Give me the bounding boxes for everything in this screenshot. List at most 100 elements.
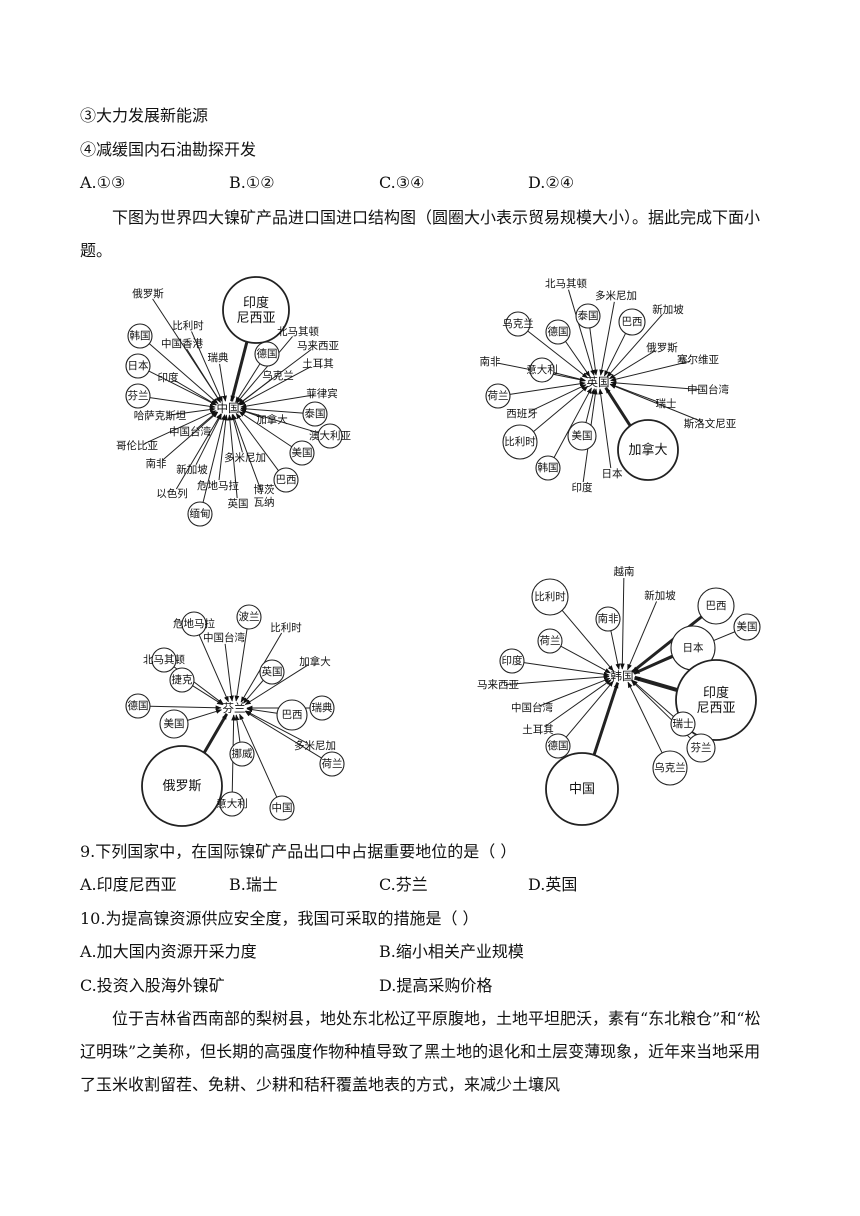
trade-arrow	[544, 679, 612, 728]
trade-arrow	[627, 601, 658, 671]
intro-paragraph: 下图为世界四大镍矿产品进口国进口结构图（圆圈大小表示贸易规模大小）。据此完成下面…	[80, 208, 761, 260]
trade-circle	[309, 695, 335, 721]
question-10-option-d: D.提高采购价格	[379, 976, 493, 995]
country-label: 北马其顿	[545, 277, 587, 290]
trade-arrow	[219, 363, 227, 402]
trade-arrow	[235, 412, 279, 471]
country-label: 南非	[146, 457, 167, 470]
trade-circle	[502, 424, 538, 460]
question-9-stem: 9.下列国家中，在国际镍矿产品出口中占据重要地位的是（ ）	[80, 842, 517, 861]
trade-circle	[686, 733, 716, 763]
country-label: 瑞典	[312, 701, 333, 714]
trade-circle	[499, 648, 525, 674]
trade-arrow	[529, 384, 587, 413]
previous-answer-a: A.①③	[80, 173, 126, 192]
trade-arrow	[245, 710, 308, 744]
trade-arrow	[224, 643, 234, 702]
trade-arrow	[603, 333, 627, 377]
trade-circle	[289, 440, 315, 466]
country-label: 比利时	[504, 435, 536, 448]
trade-circle	[159, 709, 189, 739]
trade-arrow	[234, 714, 241, 743]
circle-group	[499, 578, 761, 826]
trade-arrow	[561, 609, 614, 672]
trade-circle	[276, 699, 308, 731]
country-label: 英国	[228, 497, 249, 510]
trade-arrow	[619, 577, 625, 670]
trade-arrow	[202, 713, 229, 754]
trade-circle	[302, 401, 328, 427]
trade-arrow	[608, 350, 656, 380]
trade-arrow	[202, 414, 226, 503]
trade-arrow	[149, 705, 222, 711]
country-label: 危地马拉	[197, 479, 239, 492]
country-label: 巴西	[276, 474, 297, 486]
country-label: 波兰	[239, 610, 260, 623]
trade-arrow	[191, 331, 223, 403]
trade-circle	[125, 353, 151, 379]
trade-circle	[141, 745, 223, 827]
trade-arrow	[598, 388, 612, 469]
trade-arrow	[148, 370, 217, 406]
previous-option-4: ④减缓国内石油勘探开发	[80, 140, 257, 159]
country-label: 俄罗斯	[132, 287, 164, 300]
country-label: 哥伦比亚	[116, 439, 158, 452]
country-label: 哈萨克斯坦	[134, 409, 187, 422]
trade-arrow	[174, 380, 217, 406]
trade-arrow	[186, 348, 221, 403]
country-label: 南非	[598, 612, 619, 625]
trade-arrow	[523, 662, 610, 677]
trade-circle	[125, 383, 151, 409]
trade-arrow	[610, 360, 691, 382]
country-label: 中国台湾	[511, 701, 553, 714]
country-label: 韩国	[130, 329, 151, 342]
trade-arrow	[505, 674, 610, 686]
country-label: 挪威	[232, 747, 253, 760]
trade-circle	[618, 308, 646, 336]
trade-arrow	[187, 709, 223, 721]
trade-arrow	[604, 386, 632, 427]
trade-arrow	[232, 413, 262, 491]
country-label: 意大利	[216, 797, 248, 810]
country-label: 瑞典	[208, 351, 229, 364]
trade-arrow	[246, 707, 278, 714]
trade-arrow	[240, 394, 315, 409]
trade-arrow	[243, 679, 264, 704]
trade-arrow	[533, 385, 589, 433]
country-label: 瑞士	[673, 717, 694, 730]
trade-arrow	[149, 397, 216, 409]
country-label: 芬兰	[691, 741, 712, 754]
question-9-option-a: A.印度尼西亚	[80, 875, 177, 894]
country-label: 日本	[602, 467, 623, 480]
country-label: 德国	[128, 699, 149, 712]
trade-circle	[697, 587, 735, 625]
country-label: 越南	[614, 565, 635, 578]
trade-circle	[219, 791, 245, 817]
country-label: 中国香港	[161, 337, 203, 350]
trade-arrow	[239, 409, 319, 434]
trade-circle	[531, 578, 569, 616]
country-label: 比利时	[534, 590, 566, 603]
question-9-option-d: D.英国	[528, 875, 578, 894]
trade-circle	[125, 693, 151, 719]
circle-group	[125, 276, 343, 527]
trade-circle	[236, 604, 262, 630]
china-import-network-diagram: 俄罗斯印度尼西亚韩国比利时中国香港瑞典北马其顿德国马来西亚土耳其日本印度乌克兰菲…	[116, 276, 351, 527]
country-label: 斯洛文尼亚	[684, 417, 737, 430]
trade-circle	[595, 606, 621, 632]
country-label: 荷兰	[322, 757, 343, 770]
country-label: 美国	[572, 429, 593, 442]
country-label: 俄罗斯	[162, 779, 201, 794]
importer-center-label: 芬兰	[223, 701, 246, 715]
country-label: 日本	[128, 359, 149, 372]
trade-arrow	[198, 634, 229, 703]
question-9-option-b: B.瑞士	[229, 875, 278, 894]
country-label: 美国	[164, 717, 185, 730]
trade-arrow	[606, 313, 663, 378]
country-label: 加拿大	[628, 442, 667, 458]
country-label: 中国	[569, 782, 595, 797]
country-label: 南非	[480, 355, 501, 368]
trade-circle	[537, 628, 563, 654]
country-label: 印度	[572, 481, 593, 494]
trade-circle	[151, 647, 177, 673]
